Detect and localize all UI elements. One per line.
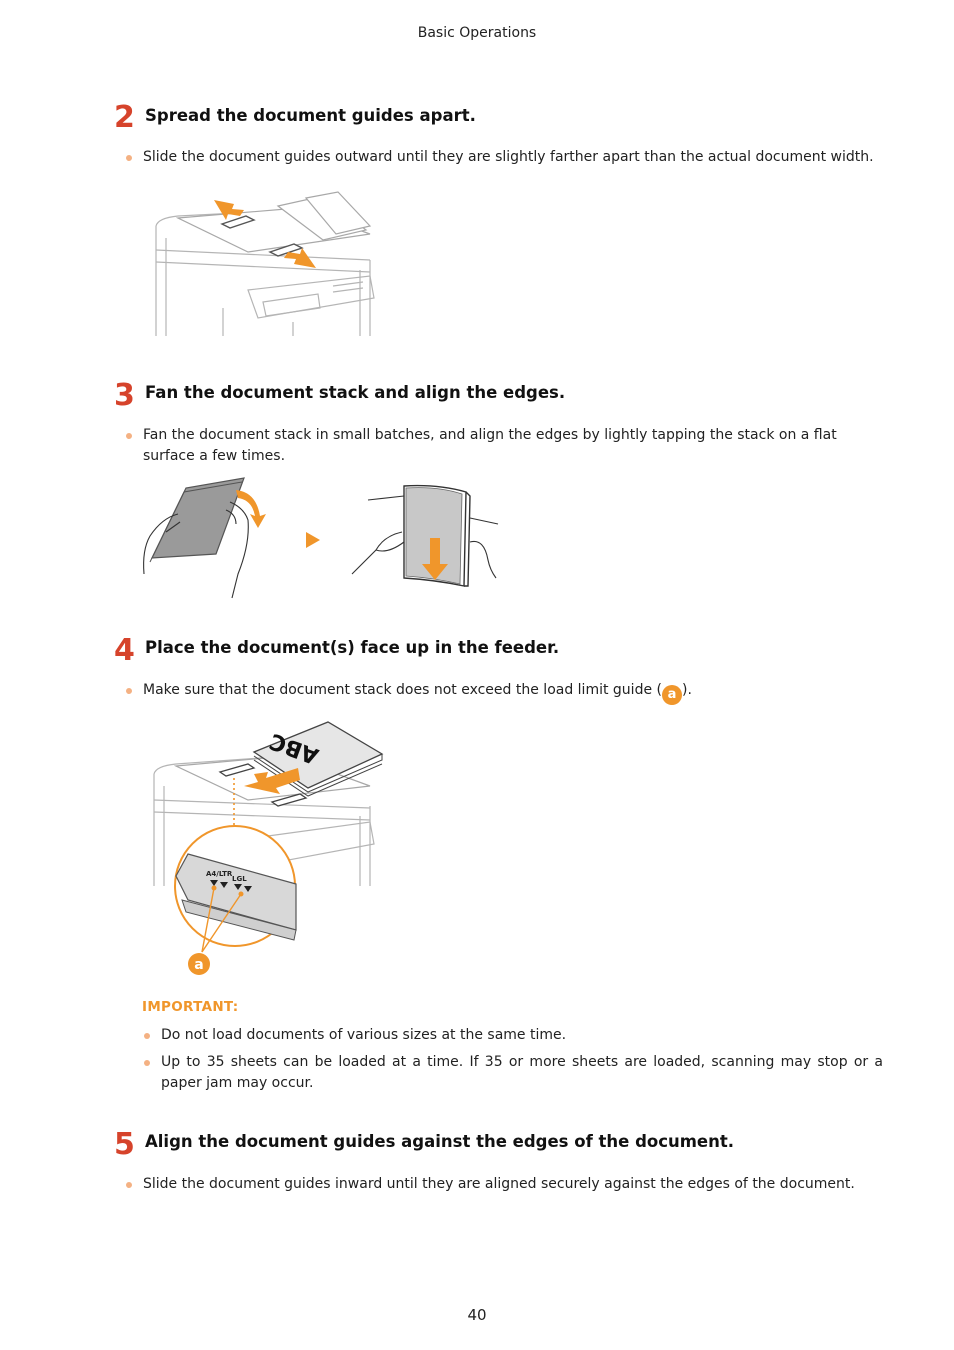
bullet-icon xyxy=(126,433,132,439)
feeder-load-illustration: ABC A4/LTR LGL a xyxy=(153,721,384,975)
important-item-2: Up to 35 sheets can be loaded at a time.… xyxy=(161,1054,883,1091)
callout-a-badge: a xyxy=(661,685,682,705)
step-4-bullet-text-end: ). xyxy=(681,682,692,698)
step-5-bullet: Slide the document guides inward until t… xyxy=(143,1176,855,1192)
step-3-title: Fan the document stack and align the edg… xyxy=(145,383,566,402)
important-item-1: Do not load documents of various sizes a… xyxy=(161,1027,567,1043)
fan-stack-illustration xyxy=(143,477,266,599)
bullet-icon xyxy=(126,688,132,694)
step-5-title: Align the document guides against the ed… xyxy=(145,1132,735,1151)
callout-a-circle xyxy=(188,953,210,975)
important-label: IMPORTANT: xyxy=(142,999,239,1015)
step-2-title: Spread the document guides apart. xyxy=(145,106,476,125)
running-header: Basic Operations xyxy=(417,25,537,41)
step-4-bullet-text: Make sure that the document stack does n… xyxy=(143,682,662,698)
tap-stack-illustration xyxy=(351,484,499,587)
callout-a-label: a xyxy=(194,957,203,973)
step-5-number: 5 xyxy=(114,1127,135,1162)
step-4-number: 4 xyxy=(114,633,135,668)
next-arrow-icon xyxy=(306,532,320,548)
page-number: 40 xyxy=(467,1306,487,1324)
bullet-icon xyxy=(144,1060,150,1066)
bullet-icon xyxy=(144,1033,150,1039)
step-3-bullet: Fan the document stack in small batches,… xyxy=(143,427,837,464)
bullet-icon xyxy=(126,1182,132,1188)
guide-label-lgl: LGL xyxy=(232,875,247,883)
guide-label-a4-ltr: A4/LTR xyxy=(206,870,233,878)
step-3-number: 3 xyxy=(114,378,135,413)
step-4-bullet: Make sure that the document stack does n… xyxy=(143,680,903,705)
printer-guides-spread-illustration xyxy=(155,191,375,336)
step-2-bullet: Slide the document guides outward until … xyxy=(143,149,874,165)
bullet-icon xyxy=(126,155,132,161)
step-2-number: 2 xyxy=(114,100,135,135)
step-4-title: Place the document(s) face up in the fee… xyxy=(145,638,560,657)
